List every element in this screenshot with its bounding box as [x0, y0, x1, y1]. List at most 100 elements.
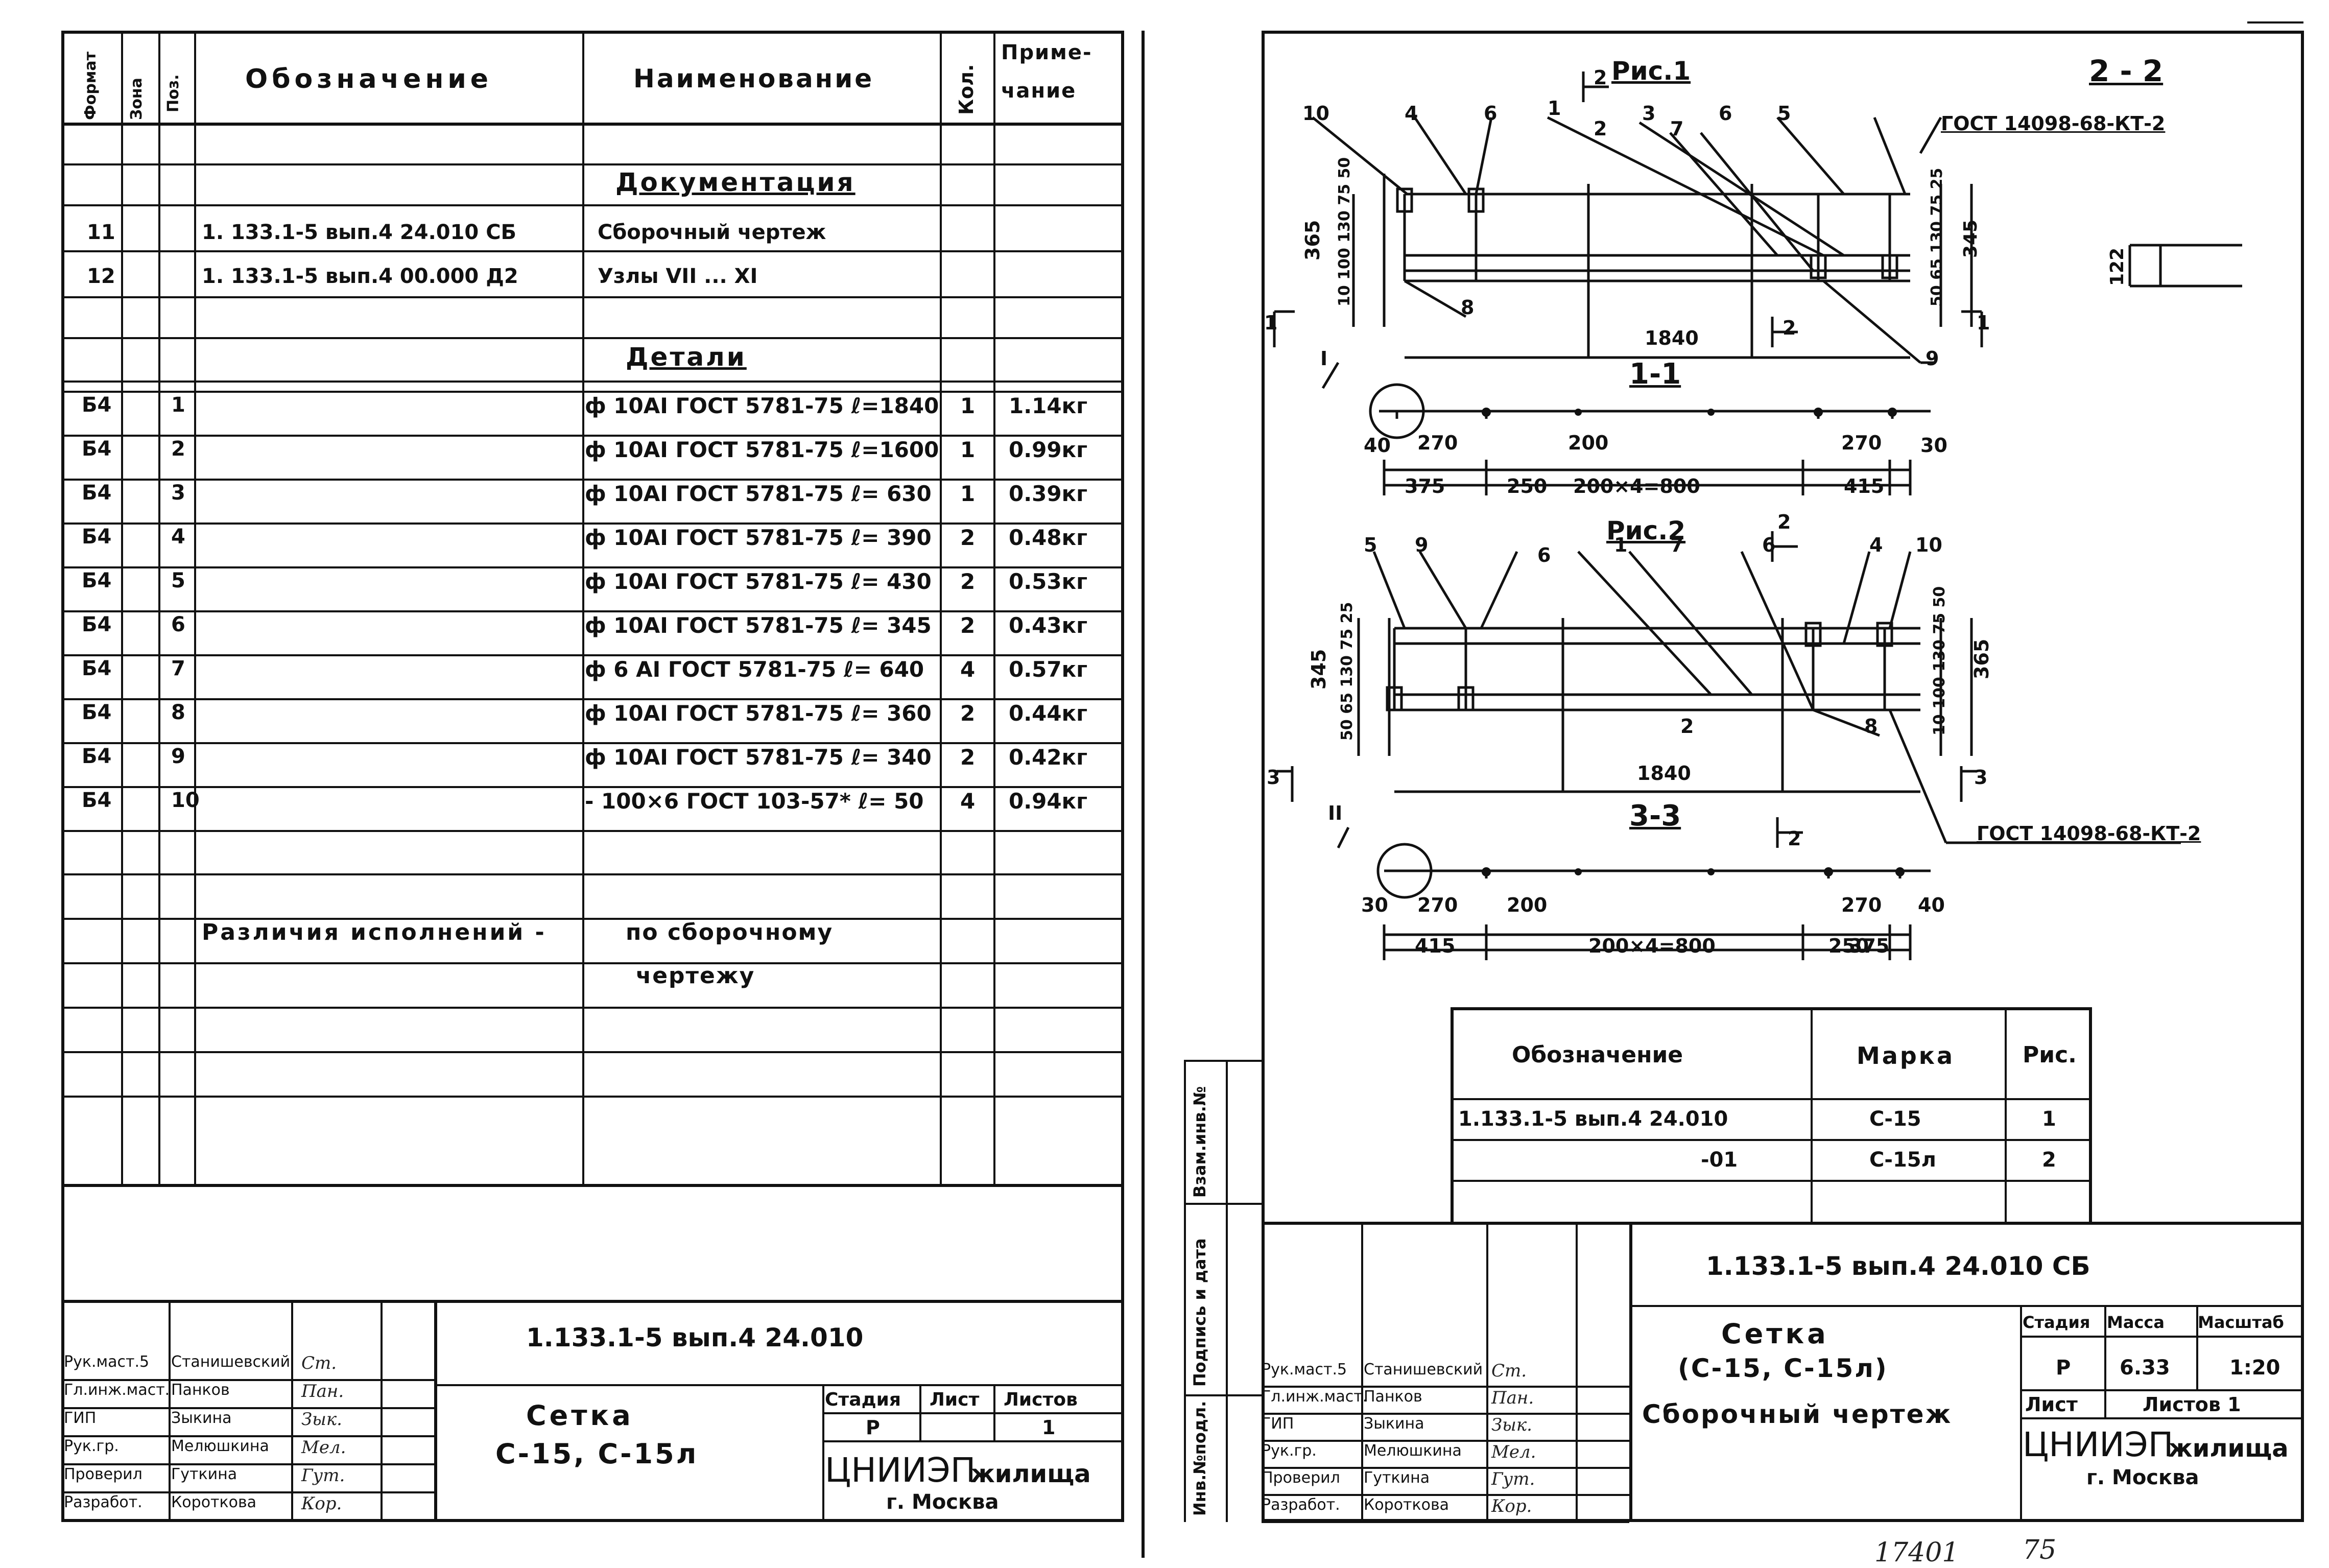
left-sheet-header: Лист — [930, 1389, 980, 1410]
fig2-pos-label-10: 8 — [1864, 715, 1878, 738]
detail-row-8-qty: 2 — [960, 701, 976, 726]
detail-row-1-pos: 1 — [171, 393, 185, 417]
left-title-2: С-15, С-15л — [495, 1438, 699, 1470]
detail-row-10-note: 0.94кг — [1009, 789, 1088, 814]
detail-row-7-fmt: Б4 — [82, 657, 112, 680]
fig2-pos-label-1: 5 — [1364, 534, 1377, 556]
fig2-pos-label-7: 4 — [1869, 534, 1883, 556]
signature-image: Ст. — [1491, 1361, 1527, 1381]
gost-label-2: ГОСТ 14098-68-КТ-2 — [1977, 822, 2201, 845]
doc-row-2-name: Узлы VII ... XI — [598, 265, 758, 288]
section-mark-5: 3 — [1267, 766, 1280, 789]
detail-row-7-note: 0.57кг — [1009, 657, 1088, 682]
detail-row-3-qty: 1 — [960, 481, 976, 506]
table-row-line — [61, 742, 1124, 744]
table-row-line — [61, 918, 1124, 920]
signer-role: Проверил — [64, 1465, 142, 1483]
detail-row-9-qty: 2 — [960, 745, 976, 770]
section-documentation: Документация — [615, 168, 855, 197]
left-title-1: Сетка — [526, 1399, 634, 1432]
detail-row-2-fmt: Б4 — [82, 437, 112, 461]
header-qty: Кол. — [955, 64, 978, 115]
signature-row-line — [61, 1491, 434, 1493]
fig1-pos-label-3: 6 — [1484, 102, 1498, 125]
fig2-dim-1: 30 — [1361, 894, 1388, 916]
dim-345-fig2: 345 — [1308, 649, 1330, 690]
dim-1840-fig1: 1840 — [1645, 327, 1699, 349]
detail-row-9-pos: 9 — [171, 745, 185, 768]
signer-role: Рук.гр. — [64, 1437, 119, 1455]
detail-row-1-note: 1.14кг — [1009, 393, 1088, 418]
detail-row-5-qty: 2 — [960, 569, 976, 594]
table-row-line — [61, 391, 1124, 393]
table-row-line — [61, 381, 1124, 383]
signature-image: Ст. — [301, 1353, 337, 1373]
signature-image: Зык. — [301, 1409, 342, 1430]
detail-row-6-qty: 2 — [960, 613, 976, 638]
detail-row-8-note: 0.44кг — [1009, 701, 1088, 726]
section-3-3: 3-3 — [1629, 799, 1681, 833]
right-city: г. Москва — [2086, 1466, 2199, 1489]
section-mark-8: 2 — [1788, 827, 1801, 850]
right-org-2: жилища — [2168, 1434, 2289, 1463]
doc-row-2-designation: 1. 133.1-5 вып.4 00.000 Д2 — [202, 265, 518, 288]
variants-value-2: чертежу — [636, 963, 755, 989]
table-row-line — [61, 337, 1124, 339]
signer-name: Мелюшкина — [1364, 1442, 1462, 1460]
signature-image: Мел. — [301, 1437, 346, 1458]
detail-row-4-pos: 4 — [171, 525, 185, 549]
gost-label-1: ГОСТ 14098-68-КТ-2 — [1941, 112, 2166, 135]
table-row-line — [61, 250, 1124, 252]
signature-image: Кор. — [1491, 1496, 1532, 1516]
left-stage-header: Стадия — [825, 1389, 901, 1410]
signer-name: Панков — [171, 1381, 230, 1399]
table-row-line — [61, 1096, 1124, 1098]
mark-row-2-designation: -01 — [1701, 1148, 1738, 1172]
fig1-pos-label-10: 8 — [1461, 296, 1475, 319]
signature-row-line — [1262, 1521, 1629, 1523]
detail-row-3-pos: 3 — [171, 481, 185, 505]
fig2-title: Рис.2 — [1606, 516, 1686, 545]
dim-1840-fig2: 1840 — [1637, 762, 1691, 785]
detail-row-5-fmt: Б4 — [82, 569, 112, 592]
fig2-dim-9: 375 — [1849, 935, 1890, 957]
signer-name: Короткова — [1364, 1496, 1449, 1514]
fig2-dim-8: 250 — [1828, 935, 1869, 957]
header-name: Наименование — [633, 64, 874, 93]
detail-row-5-note: 0.53кг — [1009, 569, 1088, 594]
detail-row-2-name: ф 10AI ГОСТ 5781-75 ℓ=1600 — [585, 437, 939, 462]
table-row-line — [61, 654, 1124, 656]
signer-role: Гл.инж.маст. — [64, 1381, 170, 1399]
signature-image: Гут. — [1491, 1469, 1535, 1489]
fig2-pos-label-4: 1 — [1614, 534, 1628, 556]
node-II: II — [1328, 802, 1343, 824]
signature-row-line — [1262, 1467, 1629, 1469]
fig1-dim-4: 270 — [1841, 432, 1882, 454]
fig2-pos-label-5: 7 — [1670, 534, 1684, 556]
fig2-pos-label-3: 6 — [1537, 544, 1551, 566]
fig2-dim-6: 415 — [1415, 935, 1456, 957]
section-2-2: 2 - 2 — [2089, 54, 2164, 88]
detail-row-4-note: 0.48кг — [1009, 525, 1088, 550]
detail-row-6-pos: 6 — [171, 613, 185, 636]
mark-header-fig: Рис. — [2023, 1042, 2077, 1068]
fig2-pos-label-9: 2 — [1680, 715, 1694, 738]
doc-row-1-fmt: 11 — [87, 221, 115, 244]
stack-dims-fig2-right: 10 100 130 75 50 — [1931, 586, 1948, 735]
signer-role: Гл.инж.маст. — [1262, 1388, 1368, 1406]
fig1-dim-9: 415 — [1844, 475, 1885, 497]
detail-row-1-name: ф 10AI ГОСТ 5781-75 ℓ=1840 — [585, 393, 939, 418]
signature-image: Зык. — [1491, 1415, 1532, 1435]
fig1-dim-1: 40 — [1364, 434, 1391, 457]
detail-row-2-note: 0.99кг — [1009, 437, 1088, 462]
signature-row-line — [61, 1379, 434, 1381]
fig1-pos-label-7: 7 — [1670, 117, 1684, 140]
detail-row-7-qty: 4 — [960, 657, 976, 682]
section-mark-1: 1 — [1264, 312, 1278, 334]
detail-row-6-note: 0.43кг — [1009, 613, 1088, 638]
header-pos: Поз. — [164, 74, 182, 112]
table-row-line — [61, 296, 1124, 298]
mark-header-designation: Обозначение — [1512, 1042, 1683, 1068]
fig2-pos-label-6: 6 — [1762, 534, 1776, 556]
detail-row-10-qty: 4 — [960, 789, 976, 814]
